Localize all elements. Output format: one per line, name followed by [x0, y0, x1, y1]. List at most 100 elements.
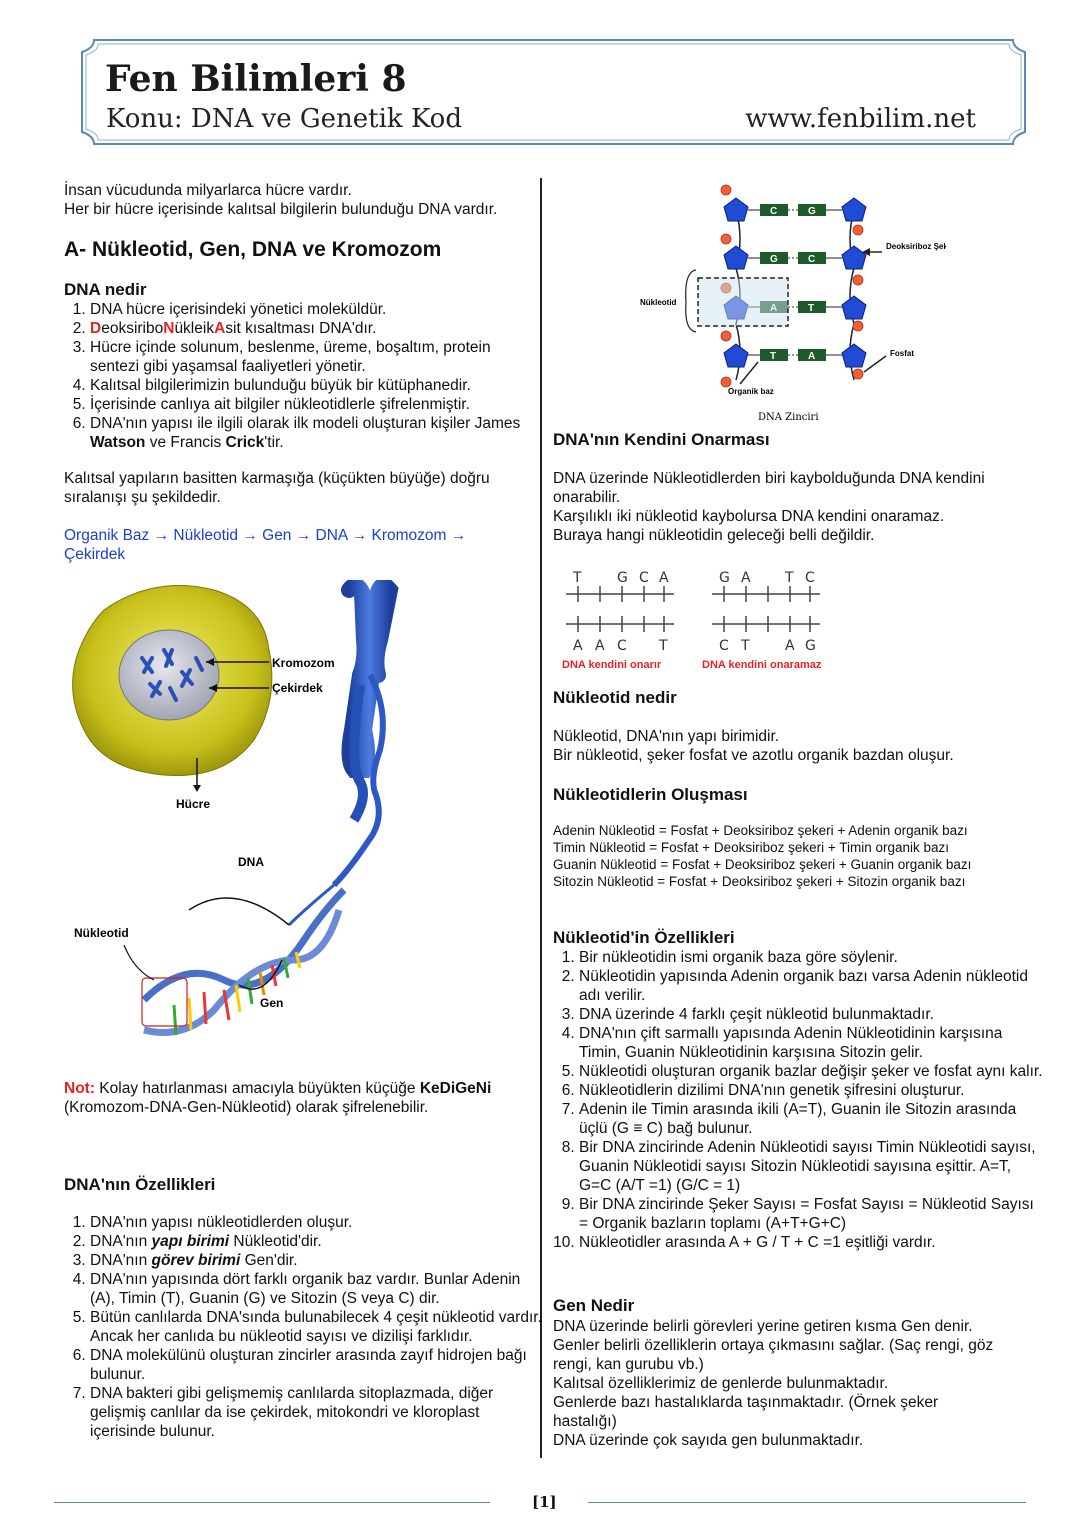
nukleotid-fig-label: Nükleotid — [640, 298, 677, 307]
olusma-line-2: Timin Nükleotid = Fosfat + Deoksiriboz ş… — [553, 840, 950, 855]
list-item: DNA bakteri gibi gelişmemiş canlılarda s… — [90, 1384, 545, 1441]
list-item: Nükleotidlerin dizilimi DNA'nın genetik … — [579, 1081, 1047, 1100]
list-item: DNA molekülünü oluşturan zincirler arası… — [90, 1346, 545, 1384]
dna-nedir-list: DNA hücre içerisindeki yönetici moleküld… — [64, 300, 540, 452]
base-a: A — [808, 351, 815, 362]
svg-text:T: T — [784, 570, 794, 586]
gen-line-3: Kalıtsal özelliklerimiz de genlerde bulu… — [553, 1375, 889, 1392]
list-item: Adenin ile Timin arasında ikili (A=T), G… — [579, 1100, 1047, 1138]
base-c: C — [770, 206, 777, 217]
list-item: DNA'nın yapı birimi Nükleotid'dir. — [90, 1232, 545, 1251]
list-item: DNA hücre içerisindeki yönetici moleküld… — [90, 300, 540, 319]
list-item: DNA üzerinde 4 farklı çeşit nükleotid bu… — [579, 1005, 1047, 1024]
cekirdek-label: Çekirdek — [272, 681, 323, 695]
onarma-line-2: Karşılıklı iki nükleotid kaybolursa DNA … — [553, 508, 945, 525]
gen-line-1: DNA üzerinde belirli görevleri yerine ge… — [553, 1318, 973, 1335]
fosfat-label: Fosfat — [890, 349, 914, 358]
svg-text:A: A — [785, 638, 795, 654]
deoksiriboz-label: Deoksiriboz Şekeri — [886, 242, 946, 251]
list-item: Bütün canlılarda DNA'sında bulunabilecek… — [90, 1308, 545, 1346]
svg-text:T: T — [572, 570, 582, 586]
dna-zinciri-caption: DNA Zinciri — [758, 412, 819, 423]
kromozom-label: Kromozom — [272, 656, 335, 670]
nukleotid-nedir-title: Nükleotid nedir — [553, 688, 677, 707]
base-t: T — [808, 303, 814, 314]
svg-text:C: C — [617, 638, 627, 654]
footer-line-left — [54, 1502, 490, 1503]
intro-line-1: İnsan vücudunda milyarlarca hücre vardır… — [64, 182, 352, 199]
svg-text:A: A — [573, 638, 583, 654]
svg-text:G: G — [719, 570, 730, 586]
repair-figure: T G C A A A C T G A T C C T A G DNA kend… — [562, 570, 822, 671]
nukleotid-label: Nükleotid — [74, 926, 129, 940]
list-item: Nükleotidler arasında A + G / T + C =1 e… — [579, 1233, 1047, 1252]
section-title: A- Nükleotid, Gen, DNA ve Kromozom — [64, 238, 442, 261]
dna-nedir-title: DNA nedir — [64, 280, 147, 299]
gen-label: Gen — [260, 996, 283, 1010]
intro-line-2: Her bir hücre içerisinde kalıtsal bilgil… — [64, 201, 498, 218]
onarma-line-3: Buraya hangi nükleotidin geleceği belli … — [553, 527, 875, 544]
svg-text:G: G — [805, 638, 816, 654]
svg-text:C: C — [639, 570, 649, 586]
list-item: DNA'nın yapısı ile ilgili olarak ilk mod… — [90, 414, 540, 452]
onarma-title: DNA'nın Kendini Onarması — [553, 430, 770, 449]
base-t: T — [770, 351, 776, 362]
svg-text:G: G — [617, 570, 628, 586]
svg-text:T: T — [658, 638, 668, 654]
list-item: DNA'nın yapısı nükleotidlerden oluşur. — [90, 1213, 545, 1232]
list-item: Kalıtsal bilgilerimizin bulunduğu büyük … — [90, 376, 540, 395]
nukleotid-line-1: Nükleotid, DNA'nın yapı birimidir. — [553, 728, 780, 745]
dna-chain-figure: C G G C A T T A Nükleotid Deoksiriboz Şe… — [640, 184, 946, 423]
hucre-label: Hücre — [176, 797, 210, 811]
list-item: Bir nükleotidin ismi organik baza göre s… — [579, 948, 1047, 967]
organik-baz-label: Organik baz — [728, 387, 774, 396]
dna-ozellik-list: DNA'nın yapısı nükleotidlerden oluşur. D… — [64, 1213, 545, 1441]
list-item: Nükleotidin yapısında Adenin organik baz… — [579, 967, 1047, 1005]
gen-line-4: Genlerde bazı hastalıklarda taşınmaktadı… — [553, 1394, 939, 1430]
dna-label: DNA — [238, 855, 264, 869]
website-label: www.fenbilim.net — [745, 104, 976, 134]
list-item: Hücre içinde solunum, beslenme, üreme, b… — [90, 338, 540, 376]
svg-text:C: C — [719, 638, 729, 654]
gen-line-2: Genler belirli özelliklerin ortaya çıkma… — [553, 1337, 994, 1373]
nukleotid-ozellik-list: Bir nükleotidin ismi organik baza göre s… — [553, 948, 1047, 1252]
onarma-line-1: DNA üzerinde Nükleotidlerden biri kaybol… — [553, 470, 985, 506]
topic-title: Konu: DNA ve Genetik Kod — [106, 104, 462, 134]
svg-text:A: A — [659, 570, 669, 586]
header-border — [81, 39, 1026, 145]
note-text: Not: Kolay hatırlanması amacıyla büyükte… — [64, 1080, 492, 1116]
nukleotid-ozellik-title: Nükleotid'in Özellikleri — [553, 928, 735, 947]
svg-text:T: T — [740, 638, 750, 654]
nucleus-shape — [118, 629, 220, 721]
list-item: DeoksiriboNükleikAsit kısaltması DNA'dır… — [90, 319, 540, 338]
list-item: İçerisinde canlıya ait bilgiler nükleoti… — [90, 395, 540, 414]
olusma-line-3: Guanin Nükleotid = Fosfat + Deoksiriboz … — [553, 857, 972, 872]
footer-line-right — [588, 1502, 1026, 1503]
chromosome-shape — [341, 580, 399, 778]
list-item: DNA'nın yapısında dört farklı organik ba… — [90, 1270, 545, 1308]
gen-line-5: DNA üzerinde çok sayıda gen bulunmaktadı… — [553, 1432, 864, 1449]
svg-text:A: A — [595, 638, 605, 654]
list-item: DNA'nın görev birimi Gen'dir. — [90, 1251, 545, 1270]
olusma-line-4: Sitozin Nükleotid = Fosfat + Deoksiriboz… — [553, 874, 966, 889]
base-g: G — [770, 254, 778, 265]
list-item: DNA'nın çift sarmallı yapısında Adenin N… — [579, 1024, 1047, 1062]
repair-right-caption: DNA kendini onaramaz — [702, 659, 822, 671]
nukleotid-line-2: Bir nükleotid, şeker fosfat ve azotlu or… — [553, 747, 954, 764]
order-chain: Organik Baz → Nükleotid → Gen → DNA → Kr… — [64, 527, 467, 563]
base-c: C — [808, 254, 815, 265]
header-frame — [76, 34, 1031, 150]
list-item: Nükleotidi oluşturan organik bazlar deği… — [579, 1062, 1047, 1081]
dna-ozellik-title: DNA'nın Özellikleri — [64, 1175, 216, 1194]
list-item: Bir DNA zincirinde Adenin Nükleotidi say… — [579, 1138, 1047, 1195]
gen-nedir-title: Gen Nedir — [553, 1296, 635, 1315]
cell-dna-figure: Kromozom Çekirdek Hücre DNA Nükleotid Ge… — [72, 580, 399, 1036]
list-item: Bir DNA zincirinde Şeker Sayısı = Fosfat… — [579, 1195, 1047, 1233]
base-g: G — [808, 206, 816, 217]
order-text: Kalıtsal yapıların basitten karmaşığa (k… — [64, 470, 490, 506]
svg-text:C: C — [805, 570, 815, 586]
svg-text:A: A — [741, 570, 751, 586]
repair-left-caption: DNA kendini onarır — [562, 659, 662, 671]
page-number: [1] — [532, 1493, 557, 1511]
page-title: Fen Bilimleri 8 — [105, 58, 407, 100]
